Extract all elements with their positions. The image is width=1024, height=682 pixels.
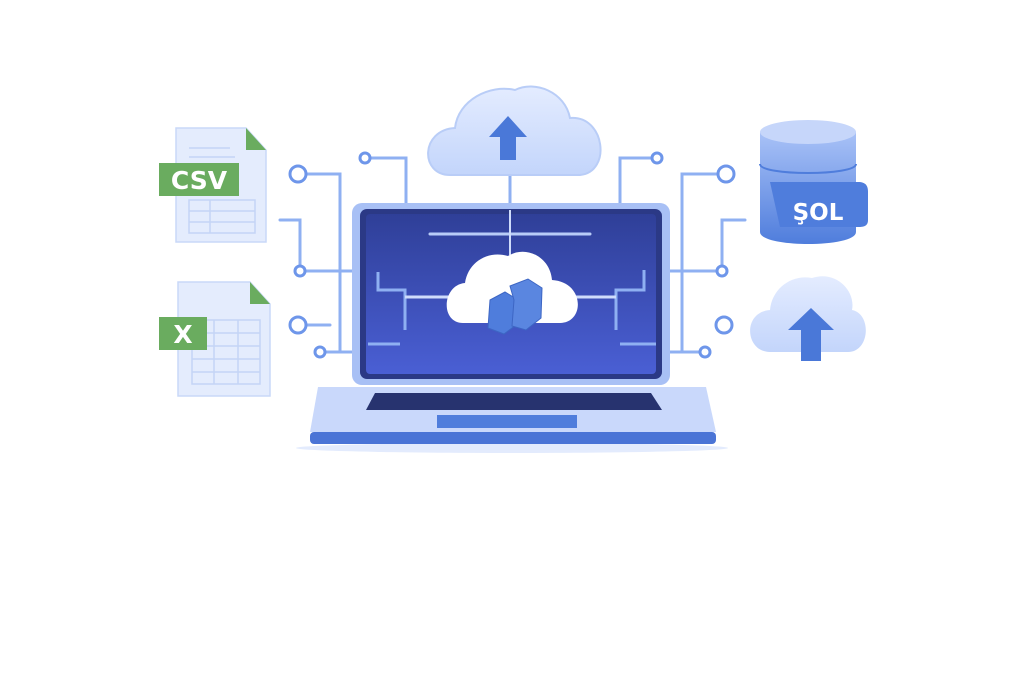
cloud-upload-icon <box>750 276 866 361</box>
connector-node-icon <box>715 264 729 278</box>
connector-node-icon <box>313 345 327 359</box>
connector-node-icon <box>716 164 736 184</box>
circuit-lines <box>278 151 747 359</box>
csv-label: CSV <box>171 166 228 195</box>
database-icon: ŞOL <box>759 120 868 244</box>
cloud-upload-icon <box>427 85 602 176</box>
connector-node-icon <box>714 315 734 335</box>
connector-node-icon <box>288 164 308 184</box>
laptop-icon <box>296 203 728 453</box>
connector-node-icon <box>293 264 307 278</box>
excel-file-icon: X <box>159 281 271 397</box>
sql-label: ŞOL <box>793 200 844 226</box>
connector-node-icon <box>358 151 372 165</box>
connector-node-icon <box>288 315 308 335</box>
csv-file-icon: CSV <box>159 127 267 243</box>
excel-label: X <box>173 320 192 349</box>
connector-node-icon <box>698 345 712 359</box>
connector-node-icon <box>650 151 664 165</box>
